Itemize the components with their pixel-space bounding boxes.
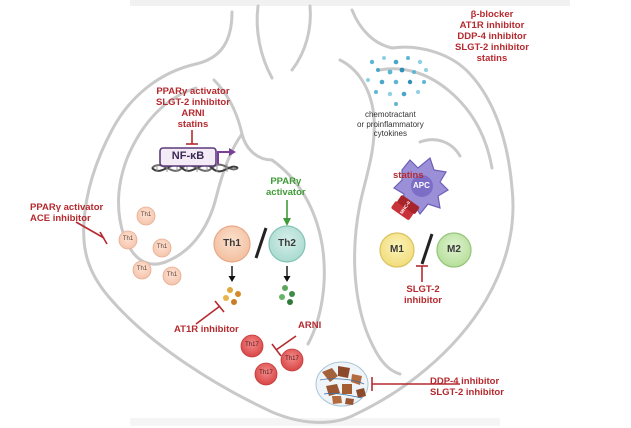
cytokine-line: cytokines xyxy=(373,129,408,138)
slgt-line: inhibitor xyxy=(404,295,442,306)
pparg-activator-label: PPARγ activator xyxy=(266,176,306,198)
drug-label: statins xyxy=(476,53,508,64)
th1-small-label: Th1 xyxy=(122,236,134,242)
fibrosis-tissue xyxy=(315,361,369,407)
th17-label: Th17 xyxy=(285,356,299,362)
slash-divider xyxy=(254,227,268,259)
drug-label: ARNI xyxy=(181,108,205,119)
pparg-line: activator xyxy=(266,187,306,198)
nfkb-drug-list: PPARγ activator SLGT-2 inhibitor ARNI st… xyxy=(156,86,230,130)
drug-label: PPARγ activator xyxy=(30,202,104,213)
drug-label: SLGT-2 inhibitor xyxy=(156,97,230,108)
drug-label: DDP-4 inhibitor xyxy=(430,376,500,387)
drug-label: SLGT-2 inhibitor xyxy=(455,42,529,53)
statins-apc-label: statins xyxy=(393,170,424,181)
th1-label: Th1 xyxy=(223,238,241,249)
faded-header xyxy=(130,0,570,6)
th17-cell xyxy=(240,334,264,358)
m1-label: M1 xyxy=(390,244,404,255)
drug-label: ACE inhibitor xyxy=(30,213,91,224)
bottom-drug-list: DDP-4 inhibitor SLGT-2 inhibitor xyxy=(430,376,504,398)
slash-divider-m xyxy=(420,233,434,265)
th1-small-label: Th1 xyxy=(166,272,178,278)
apc-label: APC xyxy=(413,181,430,190)
cytokine-line: or proinflammatory xyxy=(357,119,424,129)
th17-cell xyxy=(254,362,278,386)
slgt-line: SLGT-2 xyxy=(406,284,440,295)
th2-secretions xyxy=(279,285,295,305)
left-drug-list: PPARγ activator ACE inhibitor xyxy=(30,202,103,224)
dna-helix xyxy=(151,163,239,173)
th17-label: Th17 xyxy=(245,342,259,348)
th1-secretions xyxy=(223,287,241,305)
transcription-arrow xyxy=(217,151,230,164)
th1-cell xyxy=(213,225,251,263)
drug-label: SLGT-2 inhibitor xyxy=(430,387,504,398)
secretion-arrows xyxy=(228,266,291,282)
cytokine-line: chemotractant xyxy=(364,110,416,119)
th1-small-label: Th1 xyxy=(156,244,168,250)
mhc-receptor xyxy=(391,195,420,220)
th1-cluster xyxy=(118,206,182,286)
slgt-m-label: SLGT-2 inhibitor xyxy=(404,284,442,306)
drug-label: DDP-4 inhibitor xyxy=(457,31,527,42)
nfkb-box xyxy=(159,147,217,167)
m1-cell xyxy=(379,232,415,268)
drug-label: PPARγ activator xyxy=(156,86,230,97)
m2-cell xyxy=(436,232,472,268)
th2-cell xyxy=(268,225,306,263)
cytokines-label: chemotractant or proinflammatory cytokin… xyxy=(357,110,424,139)
th1-small-label: Th1 xyxy=(136,266,148,272)
pparg-line: PPARγ xyxy=(270,176,302,187)
m2-label: M2 xyxy=(447,244,461,255)
th1-small-label: Th1 xyxy=(140,212,152,218)
inhibitor-lines xyxy=(75,130,460,391)
at1r-label: AT1R inhibitor xyxy=(174,324,239,335)
nfkb-label: NF-κB xyxy=(171,150,205,162)
th17-cell xyxy=(280,348,304,372)
arni-label: ARNI xyxy=(298,320,322,331)
th17-label: Th17 xyxy=(259,370,273,376)
top-right-drug-list: β-blocker AT1R inhibitor DDP-4 inhibitor… xyxy=(455,9,529,64)
cytokine-dots xyxy=(366,56,428,106)
drug-label: statins xyxy=(177,119,209,130)
th2-label: Th2 xyxy=(278,238,296,249)
drug-label: AT1R inhibitor xyxy=(459,20,525,31)
drug-label: β-blocker xyxy=(470,9,514,20)
